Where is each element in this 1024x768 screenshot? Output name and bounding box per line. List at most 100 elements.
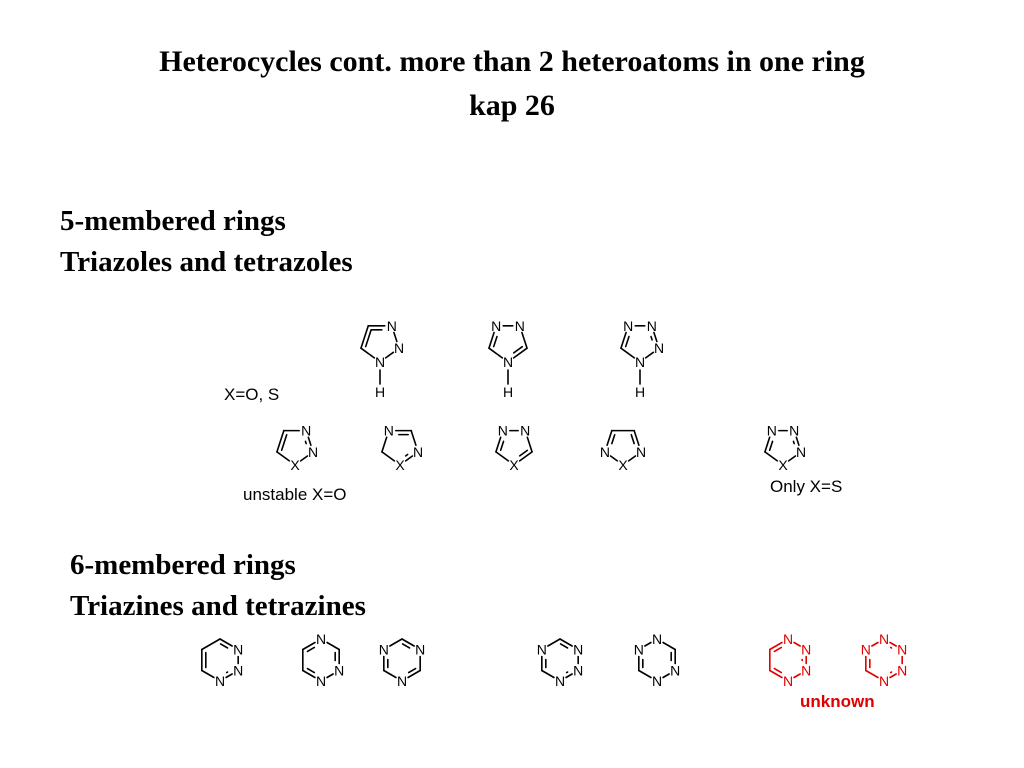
bond: [302, 669, 316, 679]
bond: [764, 451, 779, 462]
atom-label-N: N: [647, 318, 657, 334]
bond: [609, 455, 619, 462]
bond: [401, 638, 415, 647]
bond: [225, 673, 233, 679]
atom-label-N: N: [537, 642, 547, 658]
bond: [407, 669, 421, 679]
bond: [662, 673, 670, 679]
double-bond: [650, 335, 653, 341]
bond: [393, 331, 398, 343]
atom-label-N: N: [635, 354, 645, 370]
bond: [219, 638, 233, 647]
bond: [620, 331, 627, 349]
atom-label-N: N: [384, 423, 394, 439]
bond: [559, 638, 573, 647]
bond: [793, 673, 801, 679]
double-bond: [518, 449, 529, 457]
bond: [565, 673, 573, 679]
double-bond: [559, 643, 569, 649]
bond: [889, 641, 897, 647]
atom-label-N: N: [654, 340, 664, 356]
six-membered-heading: 6-membered rings Triazines and tetrazine…: [70, 545, 366, 627]
five-membered-heading: 5-membered rings Triazoles and tetrazole…: [60, 201, 353, 283]
double-bond: [499, 440, 505, 452]
bond: [627, 455, 637, 462]
atom-label-N: N: [897, 663, 907, 679]
double-bond: [304, 440, 307, 445]
atom-label-N: N: [387, 318, 397, 334]
atom-label-N: N: [394, 340, 404, 356]
bond: [795, 436, 800, 447]
double-bond: [611, 433, 616, 445]
atom-label-X: X: [618, 457, 628, 473]
bond: [383, 669, 397, 679]
bond: [404, 455, 414, 462]
double-bond: [630, 433, 635, 445]
atom-label-N: N: [413, 444, 423, 460]
x-substituent-note: X=O, S: [224, 385, 280, 404]
bond: [326, 673, 334, 679]
double-bond: [768, 440, 774, 452]
double-bond: [792, 440, 795, 445]
atom-label-N: N: [652, 673, 662, 689]
atom-label-N: N: [503, 354, 513, 370]
oxadiazole-124: XNN: [381, 423, 423, 473]
atom-label-N: N: [636, 444, 646, 460]
bond: [769, 669, 783, 679]
atom-label-N: N: [316, 673, 326, 689]
bond: [521, 331, 528, 349]
bond: [302, 641, 316, 651]
atom-label-X: X: [778, 457, 788, 473]
oxadiazole-123: XNN: [276, 423, 318, 473]
atom-label-N: N: [634, 642, 644, 658]
atom-label-N: N: [515, 318, 525, 334]
bond: [326, 641, 340, 651]
bond: [547, 638, 561, 647]
double-bond: [280, 433, 288, 452]
double-bond: [306, 646, 316, 653]
atom-label-N: N: [375, 354, 385, 370]
bond: [276, 429, 285, 453]
five-membered-heading-line-2: Triazoles and tetrazoles: [60, 246, 353, 278]
double-bond: [512, 345, 524, 354]
bond: [889, 673, 897, 679]
atom-label-H: H: [503, 384, 513, 400]
atom-label-N: N: [491, 318, 501, 334]
bond: [644, 351, 655, 359]
double-bond: [407, 667, 417, 674]
double-bond: [364, 329, 372, 348]
triazine-124: NNN: [302, 631, 344, 689]
double-bond: [306, 667, 316, 674]
bond: [410, 429, 417, 447]
unstable-note: unstable X=O: [243, 485, 347, 504]
slide-title: Heterocycles cont. more than 2 heteroato…: [0, 40, 1024, 128]
bond: [606, 429, 613, 447]
atom-label-N: N: [498, 423, 508, 439]
atom-label-N: N: [897, 642, 907, 658]
atom-label-N: N: [767, 423, 777, 439]
triazine-135: NNN: [379, 638, 425, 689]
bond: [787, 455, 797, 462]
only-s-note: Only X=S: [770, 477, 843, 496]
bond: [871, 641, 879, 647]
title-line-1: Heterocycles cont. more than 2 heteroato…: [159, 45, 865, 78]
five-membered-heading-line-1: 5-membered rings: [60, 205, 286, 237]
atom-label-N: N: [861, 642, 871, 658]
atom-label-N: N: [623, 318, 633, 334]
double-bond: [219, 643, 229, 649]
atom-label-N: N: [334, 663, 344, 679]
bond: [865, 669, 879, 679]
bond: [299, 455, 309, 462]
bond: [769, 641, 783, 651]
atom-label-N: N: [215, 673, 225, 689]
bond: [644, 641, 652, 647]
atom-label-N: N: [879, 631, 889, 647]
atom-label-N: N: [415, 642, 425, 658]
bond: [389, 638, 403, 647]
